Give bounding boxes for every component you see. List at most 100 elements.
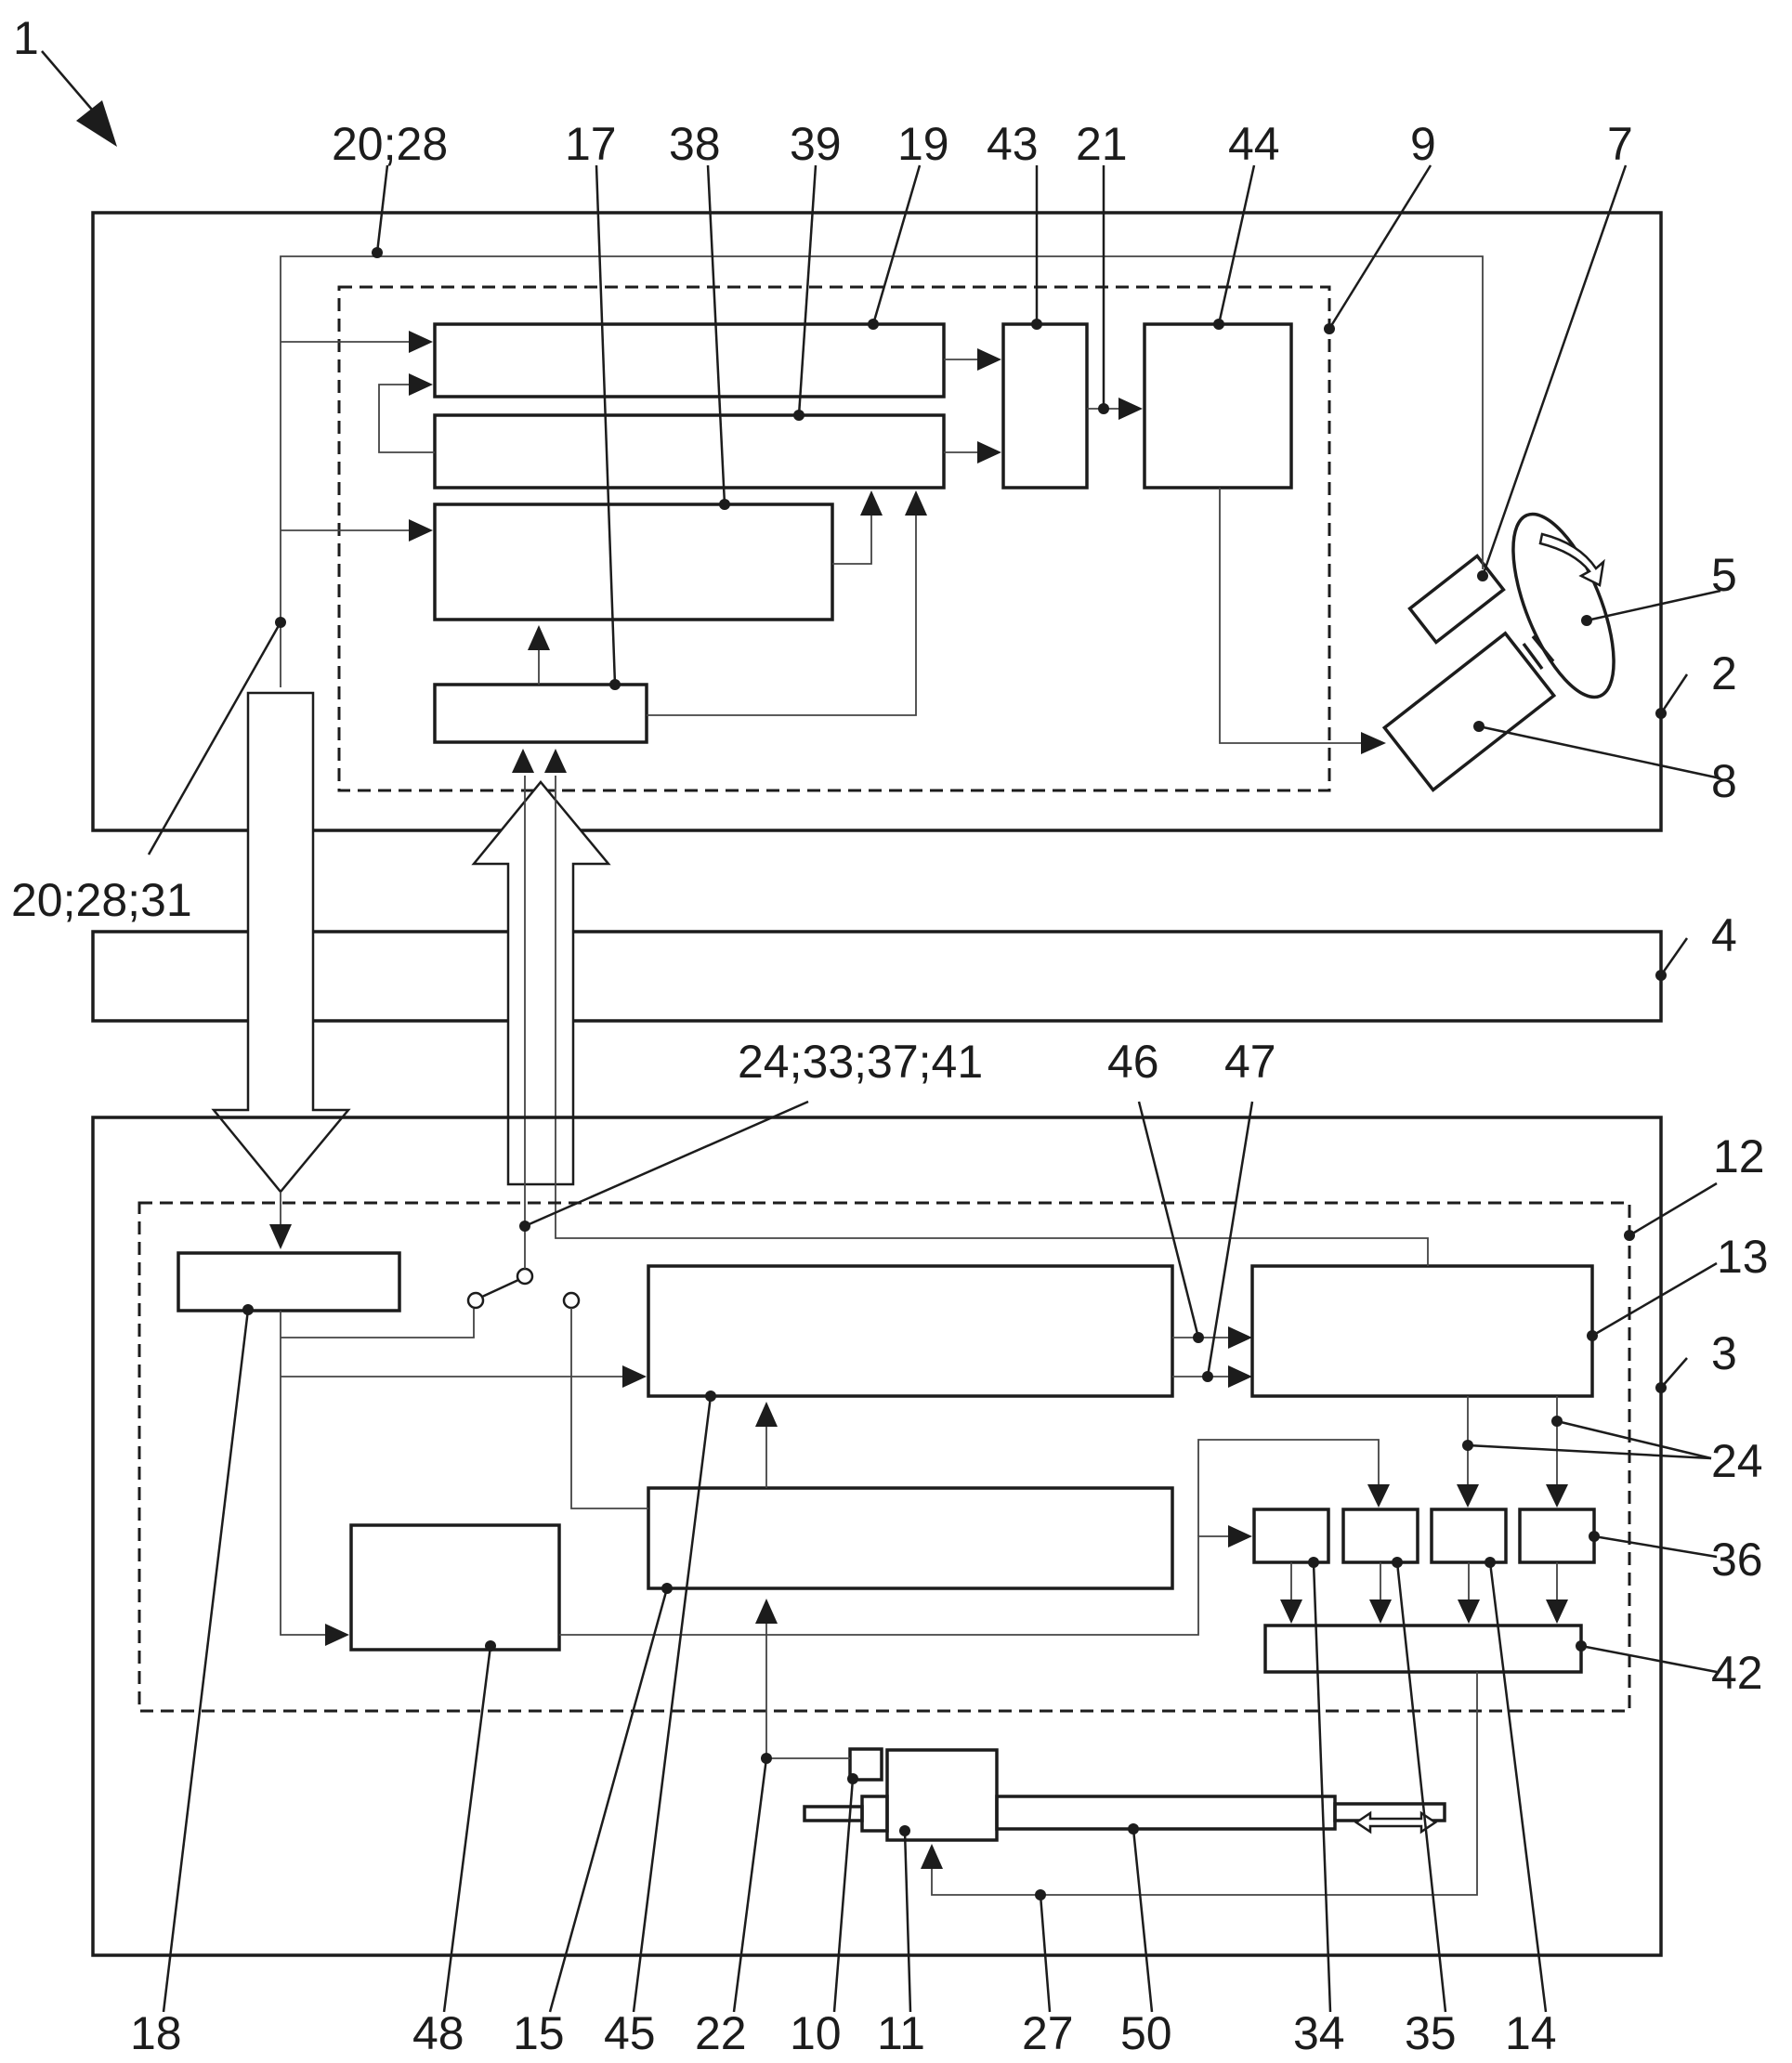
ref-11: 11 bbox=[877, 2007, 925, 2059]
block-15 bbox=[647, 1486, 1174, 1590]
overview-arrow-head bbox=[76, 100, 117, 147]
block-34 bbox=[1252, 1508, 1330, 1564]
element-5-disc bbox=[1511, 512, 1615, 699]
ref-13: 13 bbox=[1717, 1231, 1769, 1283]
arrow-into-19 bbox=[409, 331, 433, 353]
48-to-34-path bbox=[559, 1535, 1228, 1636]
ref-20-28-31: 20;28;31 bbox=[11, 874, 192, 926]
arrow-45-to-13-b bbox=[1228, 1365, 1252, 1388]
block-43 bbox=[1001, 322, 1089, 490]
ref-9: 9 bbox=[1410, 118, 1436, 170]
rotation-arrow bbox=[1538, 532, 1605, 587]
ref-7: 7 bbox=[1607, 118, 1633, 170]
arrow-17-to-39 bbox=[905, 490, 927, 516]
lower-control-module bbox=[137, 1201, 1631, 1713]
ref-4: 4 bbox=[1711, 909, 1737, 961]
ref-46: 46 bbox=[1107, 1036, 1159, 1088]
leader-lines bbox=[147, 164, 1721, 2013]
ref-44: 44 bbox=[1228, 118, 1280, 170]
arrow-35-to-42 bbox=[1369, 1599, 1392, 1624]
ref-14: 14 bbox=[1505, 2007, 1557, 2059]
ref-5: 5 bbox=[1711, 549, 1737, 601]
transmission-channel-4 bbox=[91, 930, 1663, 1023]
downlink-arrow bbox=[211, 691, 351, 1194]
arrow-15-to-45 bbox=[755, 1402, 778, 1427]
arrow-10-to-15 bbox=[755, 1599, 778, 1624]
block-44 bbox=[1143, 322, 1293, 490]
ref-47: 47 bbox=[1224, 1036, 1276, 1088]
loop-39-to-19 bbox=[378, 384, 435, 453]
sensor-10 bbox=[848, 1747, 883, 1782]
sensor-assembly bbox=[1381, 631, 1557, 792]
block-35 bbox=[1341, 1508, 1419, 1564]
ref-38: 38 bbox=[669, 118, 721, 170]
block-45 bbox=[647, 1264, 1174, 1398]
ref-12: 12 bbox=[1713, 1130, 1765, 1182]
ref-3: 3 bbox=[1711, 1327, 1737, 1379]
block-42 bbox=[1263, 1624, 1583, 1674]
switch-to-15 bbox=[570, 1308, 648, 1509]
ref-1: 1 bbox=[13, 12, 39, 64]
block-48 bbox=[349, 1523, 561, 1652]
44-to-8 bbox=[1219, 488, 1361, 744]
42-to-11 bbox=[931, 1672, 1478, 1896]
block-17 bbox=[433, 683, 648, 744]
arrow-into-18 bbox=[269, 1224, 292, 1249]
17-to-39 bbox=[647, 516, 917, 716]
arrow-into-11 bbox=[921, 1844, 943, 1869]
switch-pivot bbox=[516, 1267, 534, 1286]
ref-45: 45 bbox=[604, 2007, 656, 2059]
10-to-15 bbox=[765, 1624, 850, 1759]
arrow-17-to-38 bbox=[528, 625, 550, 650]
18-trunk bbox=[280, 1311, 325, 1636]
ref-24-33-37-41: 24;33;37;41 bbox=[738, 1036, 983, 1088]
block-39 bbox=[433, 413, 946, 490]
ref-34: 34 bbox=[1293, 2007, 1345, 2059]
uplink-arrow bbox=[471, 780, 611, 1186]
switch-contact-b bbox=[562, 1291, 581, 1310]
arrow-14-to-42 bbox=[1458, 1599, 1480, 1624]
lower-unit-housing bbox=[91, 1116, 1663, 1957]
actuator-rod-50 bbox=[995, 1795, 1337, 1831]
arrow-45-to-13-a bbox=[1228, 1326, 1252, 1349]
upper-unit-housing bbox=[91, 211, 1663, 832]
ref-50: 50 bbox=[1120, 2007, 1172, 2059]
block-38 bbox=[433, 503, 834, 621]
arrow-36-to-42 bbox=[1546, 1599, 1568, 1624]
switch-blade bbox=[481, 1278, 519, 1299]
block-14 bbox=[1430, 1508, 1508, 1564]
line-20-28-top bbox=[280, 255, 1484, 687]
switch-contact-a bbox=[466, 1291, 485, 1310]
arrow-into-48 bbox=[325, 1624, 349, 1646]
arrow-loop-into-19 bbox=[409, 373, 433, 396]
arrow-into-36 bbox=[1546, 1484, 1568, 1508]
block-36 bbox=[1518, 1508, 1596, 1564]
ref-22: 22 bbox=[695, 2007, 747, 2059]
arrow-into-17-a bbox=[512, 749, 534, 773]
sensor-bracket bbox=[1407, 554, 1506, 645]
arrow-into-34 bbox=[1228, 1525, 1252, 1547]
ref-24: 24 bbox=[1711, 1435, 1763, 1487]
ref-15: 15 bbox=[513, 2007, 565, 2059]
38-to-39-a bbox=[832, 516, 872, 565]
arrow-39-to-43 bbox=[977, 441, 1001, 464]
arrow-19-to-43 bbox=[977, 348, 1001, 371]
sensor-shaft-a bbox=[1522, 642, 1544, 671]
arrow-38-to-39-a bbox=[860, 490, 883, 516]
ref-43: 43 bbox=[987, 118, 1039, 170]
ref-27: 27 bbox=[1022, 2007, 1074, 2059]
ref-35: 35 bbox=[1405, 2007, 1457, 2059]
double-arrow bbox=[1354, 1810, 1438, 1835]
ref-19: 19 bbox=[897, 118, 949, 170]
upper-control-module bbox=[337, 285, 1331, 792]
arrow-into-38 bbox=[409, 519, 433, 542]
ref-18: 18 bbox=[130, 2007, 182, 2059]
ref-17: 17 bbox=[565, 118, 617, 170]
actuator-rod-left bbox=[803, 1805, 864, 1822]
arrow-44-to-8 bbox=[1361, 732, 1386, 754]
ref-2: 2 bbox=[1711, 647, 1737, 699]
ref-42: 42 bbox=[1711, 1647, 1763, 1699]
block-7 bbox=[1407, 554, 1506, 645]
arrow-into-17-b bbox=[544, 749, 567, 773]
